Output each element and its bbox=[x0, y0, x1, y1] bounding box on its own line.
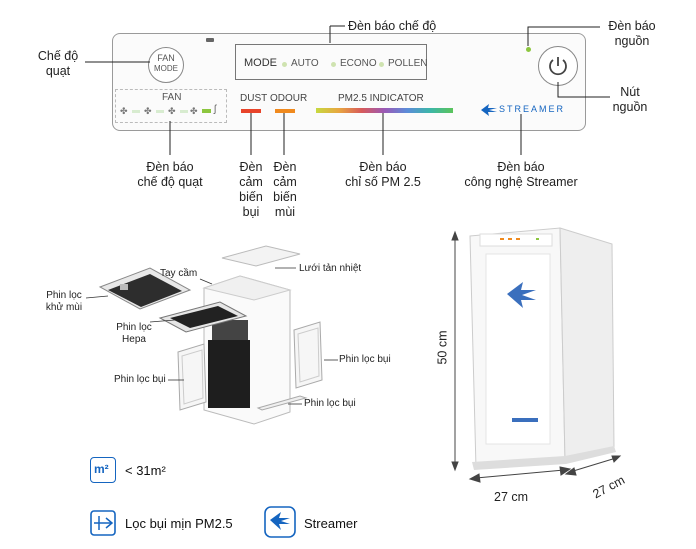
mode-econo: ECONO bbox=[340, 58, 377, 69]
mode-pollen: POLLEN bbox=[388, 58, 428, 69]
fan-led-4 bbox=[202, 109, 211, 113]
fan-mode-button[interactable]: FAN MODE bbox=[148, 47, 184, 83]
mode-led-pollen bbox=[379, 62, 384, 67]
streamer-feature-icon bbox=[264, 506, 296, 538]
odour-label: ODOUR bbox=[270, 93, 308, 104]
streamer-indicator-callout: Đèn báo công nghệ Streamer bbox=[464, 160, 578, 189]
fan-icon-2: ✤ bbox=[144, 106, 152, 116]
fan-turbo-icon: ʃ bbox=[214, 104, 217, 115]
fan-indicator-callout: Đèn báo chế độ quạt bbox=[137, 160, 203, 189]
fan-mode-led bbox=[206, 38, 214, 42]
odour-led bbox=[275, 109, 295, 113]
dust-label: DUST bbox=[240, 93, 268, 104]
power-indicator-callout: Đèn báo nguồn bbox=[608, 19, 656, 48]
dust-filter-left-label: Phin lọc bụi bbox=[114, 374, 166, 385]
dust-led bbox=[241, 109, 261, 113]
fan-icon-3: ✤ bbox=[168, 106, 176, 116]
handle-label: Tay cầm bbox=[160, 268, 198, 279]
brand-logo-icon bbox=[507, 282, 536, 308]
mode-led-auto bbox=[282, 62, 287, 67]
pm25-filter-icon bbox=[90, 510, 116, 536]
heat-mesh-part bbox=[221, 245, 301, 267]
odour-filter-label: Phin lọc khử mùi bbox=[45, 290, 83, 313]
area-coverage: < 31m² bbox=[125, 463, 166, 478]
fan-led-1 bbox=[132, 110, 140, 113]
area-icon: m² bbox=[90, 457, 116, 483]
pm25-filter-text: Lọc bụi mịn PM2.5 bbox=[125, 516, 233, 531]
dust-filter-left-part bbox=[177, 343, 207, 411]
dust-filter-bottom-label: Phin lọc bụi bbox=[304, 398, 356, 409]
mode-auto: AUTO bbox=[291, 58, 319, 69]
fan-mode-callout: Chế độ quạt bbox=[37, 49, 79, 78]
dust-sensor-callout: Đèn cảm biến bụi bbox=[239, 160, 263, 219]
fan-icon-4: ✤ bbox=[190, 106, 198, 116]
fan-label: FAN bbox=[162, 92, 182, 103]
mode-indicator-box: MODE AUTO ECONO POLLEN bbox=[235, 44, 427, 80]
area-icon-text: m² bbox=[94, 462, 109, 476]
pm25-indicator-callout: Đèn báo chỉ số PM 2.5 bbox=[345, 160, 421, 189]
fan-led-2 bbox=[156, 110, 164, 113]
power-button-callout: Nút nguồn bbox=[612, 85, 648, 114]
power-icon bbox=[549, 57, 567, 76]
width-dimension: 27 cm bbox=[494, 490, 529, 504]
hepa-filter-label: Phin lọc Hepa bbox=[116, 322, 152, 345]
purifier-side bbox=[559, 227, 615, 461]
fan-mode-button-text-2: MODE bbox=[154, 64, 178, 73]
mode-label: MODE bbox=[244, 57, 277, 69]
power-led bbox=[526, 47, 531, 52]
dust-filter-right-label: Phin lọc bụi bbox=[339, 354, 391, 365]
streamer-label: STREAMER bbox=[499, 104, 566, 114]
odour-sensor-callout: Đèn cảm biến mùi bbox=[273, 160, 297, 219]
pm25-label: PM2.5 INDICATOR bbox=[338, 93, 424, 104]
fan-led-3 bbox=[180, 110, 188, 113]
dust-filter-right-part bbox=[293, 321, 323, 389]
fan-icon-1: ✤ bbox=[120, 106, 128, 116]
streamer-logo-icon bbox=[481, 104, 497, 116]
heat-mesh-label: Lưới tản nhiệt bbox=[299, 263, 362, 274]
dust-filter-bottom-part bbox=[256, 395, 308, 411]
power-button[interactable] bbox=[538, 46, 578, 86]
pm25-led-bar bbox=[316, 108, 453, 113]
control-panel: FAN MODE MODE AUTO ECONO POLLEN FAN ✤ ✤ … bbox=[112, 33, 586, 131]
fan-indicator-box: FAN ✤ ✤ ✤ ✤ ʃ bbox=[115, 89, 227, 123]
fan-mode-button-text-1: FAN bbox=[157, 53, 175, 63]
mode-indicator-callout: Đèn báo chế độ bbox=[348, 19, 437, 33]
streamer-feature-text: Streamer bbox=[304, 516, 358, 531]
mode-led-econo bbox=[331, 62, 336, 67]
height-dimension: 50 cm bbox=[435, 330, 450, 365]
